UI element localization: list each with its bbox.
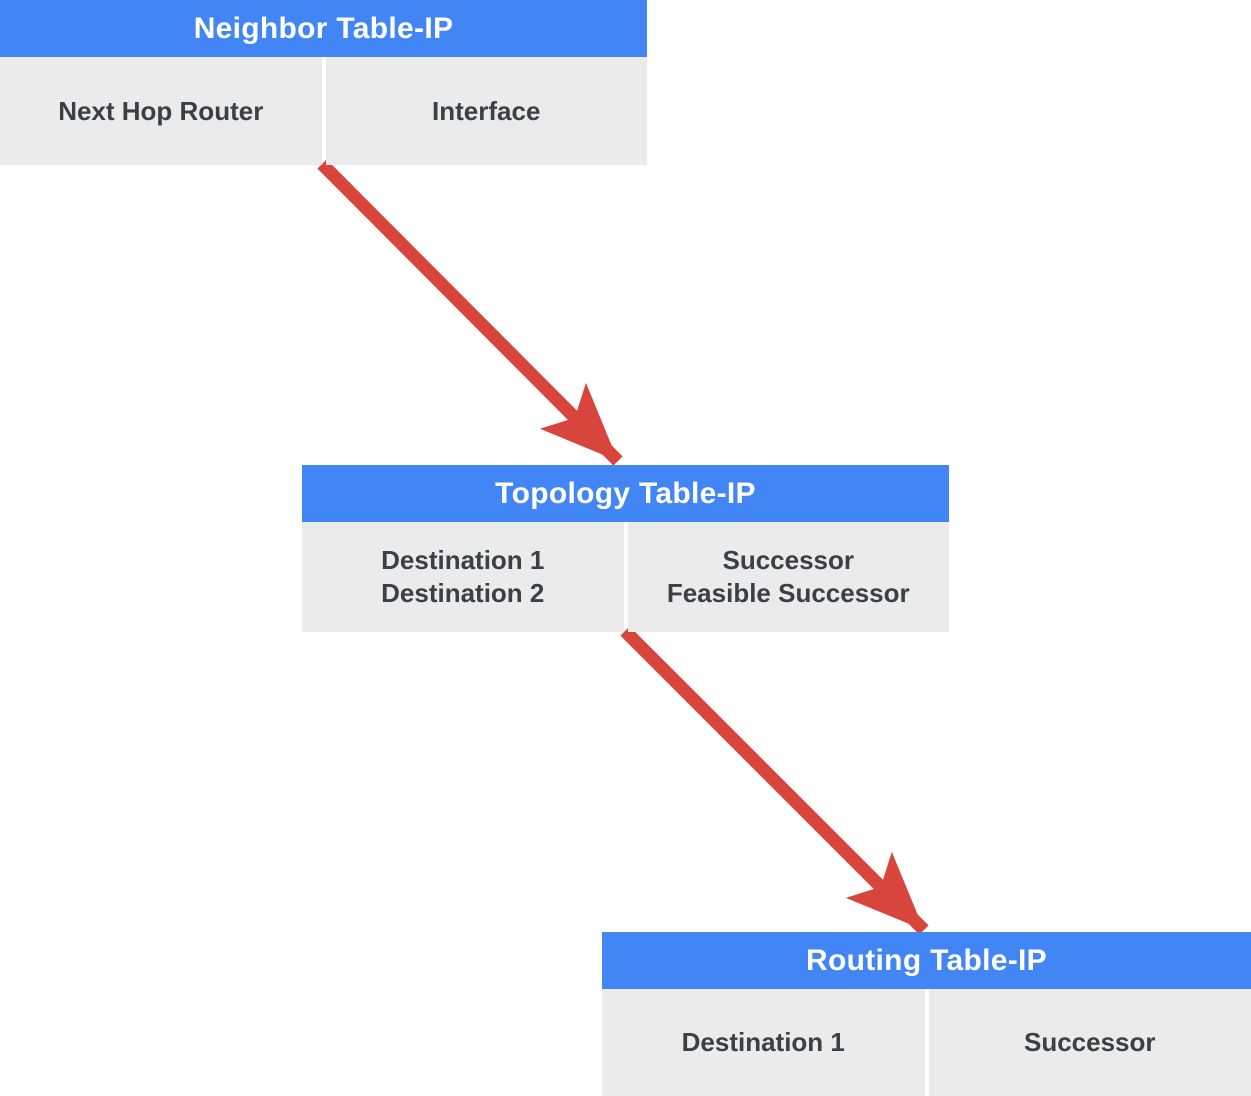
routing-table-body: Destination 1 Successor [602, 989, 1251, 1096]
cell-line: Successor [722, 545, 855, 575]
cell-line: Feasible Successor [666, 578, 910, 608]
cell-line: Destination 1 [381, 545, 545, 575]
topology-cell-successors: Successor Feasible Successor [627, 522, 949, 632]
arrow-topology-to-routing [620, 626, 929, 935]
routing-cell-destination: Destination 1 [602, 989, 925, 1096]
topology-table-body: Destination 1 Destination 2 Successor Fe… [302, 522, 949, 632]
neighbor-cell-next-hop-router: Next Hop Router [0, 57, 322, 165]
routing-table: Routing Table-IP Destination 1 Successor [602, 932, 1251, 1096]
routing-table-title: Routing Table-IP [602, 932, 1251, 989]
routing-cell-successor: Successor [928, 989, 1251, 1096]
cell-line: Successor [1023, 1027, 1156, 1057]
cell-line: Destination 2 [381, 578, 545, 608]
neighbor-table-body: Next Hop Router Interface [0, 57, 647, 165]
topology-table: Topology Table-IP Destination 1 Destinat… [302, 465, 949, 632]
neighbor-table: Neighbor Table-IP Next Hop Router Interf… [0, 0, 647, 165]
cell-line: Interface [432, 95, 541, 126]
cell-line: Destination 1 [681, 1027, 845, 1057]
topology-cell-destinations: Destination 1 Destination 2 [302, 522, 624, 632]
neighbor-cell-interface: Interface [325, 57, 647, 165]
topology-table-title: Topology Table-IP [302, 465, 949, 522]
cell-line: Next Hop Router [58, 95, 264, 126]
arrow-neighbor-to-topology [317, 159, 623, 466]
neighbor-table-title: Neighbor Table-IP [0, 0, 647, 57]
